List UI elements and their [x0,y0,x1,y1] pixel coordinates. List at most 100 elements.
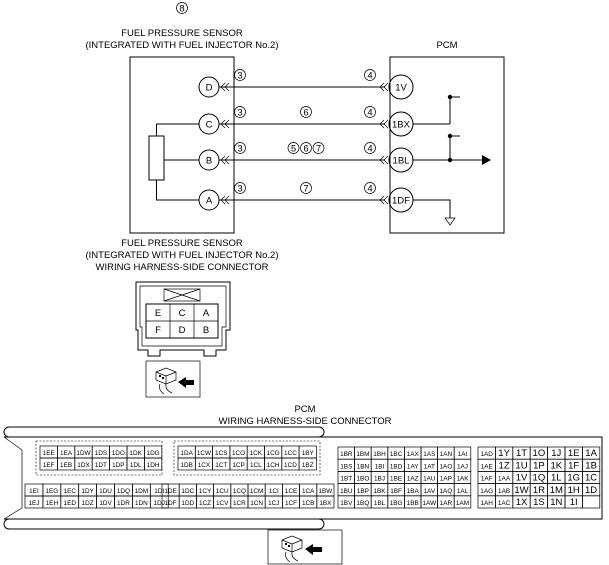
pcm-cell-1DW: 1DW [76,450,91,457]
pcm-cell-1CR: 1CR [233,500,246,507]
pcm-1df-ground-lead [413,199,451,218]
wire-ref-mid-C-0-circle [300,106,312,118]
pcm-cell-1X: 1X [516,497,528,508]
pcm-cell-1AF: 1AF [481,476,493,483]
pcm-cell-1CK: 1CK [250,450,263,457]
wire-ref-right-1V-circle [364,69,376,81]
pcm-cell-1AZ: 1AZ [407,476,419,483]
sensor-connector-pin-F: F [155,325,161,336]
pcm-cell-1R: 1R [533,485,545,496]
pcm-cell-1BJ: 1BJ [374,476,385,483]
pcm-cell-1G: 1G [567,473,580,484]
pcm-cell-1T: 1T [516,448,527,459]
pcm-cell-1CL: 1CL [250,462,262,469]
pcm-cell-1AN: 1AN [440,451,453,458]
wire-ref-left-C-circle [234,106,246,118]
wire-ref-right-1V: 4 [367,70,372,81]
pcm-cell-1BH: 1BH [373,451,386,458]
pcm-cell-1DT: 1DT [95,462,107,469]
pcm-cell-1M: 1M [550,485,563,496]
pcm-cell-1DO: 1DO [112,450,125,457]
pcm-cell-1DZ: 1DZ [82,500,94,507]
pcm-cell-1L: 1L [551,473,562,484]
pcm-cell-1DP: 1DP [112,462,124,469]
pcm-cell-1EB: 1EB [60,462,72,469]
pcm-cell-1BA: 1BA [407,488,420,495]
pcm-terminal-1BX: 1BX [392,119,411,130]
sensor-connector-title-line3: WIRING HARNESS-SIDE CONNECTOR [96,262,269,273]
pcm-cell-1DQ: 1DQ [117,488,130,495]
pcm-cell-1CF: 1CF [285,500,297,507]
pcm-terminal-1V: 1V [395,82,407,93]
pcm-cell-1DE: 1DE [164,488,176,495]
ground-icon [444,217,456,226]
pcm-cell-1DD: 1DD [181,500,194,507]
pcm-cell-1AE: 1AE [481,463,493,470]
pcm-cell-1AJ: 1AJ [457,463,468,470]
pcm-cell-1DJ: 1DJ [154,500,165,507]
pcm-side-chevron-1DF [379,195,389,205]
pcm-cell-1W: 1W [514,485,528,496]
pcm-cell-1DH: 1DH [147,462,160,469]
sensor-connector [135,281,231,357]
pcm-cell-1BF: 1BF [390,488,402,495]
pcm-cell-1AU: 1AU [423,476,436,483]
pcm-cell-1AL: 1AL [457,488,469,495]
pcm-cell-1CZ: 1CZ [199,500,211,507]
pcm-cell-1P: 1P [533,460,545,471]
pcm-cell-1Q: 1Q [533,473,546,484]
wire-ref-right-1BL: 4 [367,143,372,154]
pcm-cell-1DX: 1DX [77,462,90,469]
wire-ref-right-1BL-circle [364,142,376,154]
wire-ref-left-D-circle [234,69,246,81]
pcm-cell-1EA: 1EA [60,450,73,457]
pcm-cell-1BV: 1BV [340,500,353,507]
pcm-cell-1AA: 1AA [498,476,511,483]
pcm-1bl-junction-top [447,133,453,139]
pcm-cell-box [144,457,163,471]
pcm-cell-1EI: 1EI [29,488,39,495]
pcm-cell-1EG: 1EG [45,488,58,495]
pcm-cell-1BL: 1BL [374,500,386,507]
pcm-cell-1AY: 1AY [407,463,419,470]
pcm-cell-1CP: 1CP [232,462,244,469]
circuit-ref: 8 [179,4,184,15]
sensor-side-chevron-B [220,155,230,165]
sensor-element-lead-top [156,123,199,136]
pcm-cell-1CC: 1CC [284,450,297,457]
sensor-side-chevron-C [220,119,230,129]
pcm-cell-1Y: 1Y [498,448,510,459]
pcm-cell-box [582,495,601,509]
pcm-cell-1CU: 1CU [216,488,229,495]
pcm-cell-1AI: 1AI [458,451,468,458]
pcm-cell-1CQ: 1CQ [233,488,246,495]
pcm-connector-view-icon [267,529,343,565]
sensor-side-chevron-D [220,82,230,92]
sensor-side-chevron-A [220,195,230,205]
pcm-cell-1BK: 1BK [373,488,386,495]
pcm-cell-box [453,495,472,509]
pcm-cell-1AS: 1AS [423,451,435,458]
pcm-cell-1DC: 1DC [181,488,194,495]
pcm-cell-1BN: 1BN [357,463,370,470]
pcm-cell-1AR: 1AR [440,500,453,507]
sensor-title-line1: FUEL PRESSURE SENSOR [121,28,243,39]
pcm-cell-1EC: 1EC [64,488,77,495]
wire-ref-mid-B-0: 5 [291,143,296,154]
pcm-cell-1AQ: 1AQ [440,488,453,495]
wire-ref-right-1BX: 4 [367,107,372,118]
pcm-signal-arrow-icon [482,155,491,165]
pcm-cell-1EE: 1EE [43,450,55,457]
wire-ref-mid-A-0-circle [300,182,312,194]
sensor-connector-pin-A: A [203,308,210,319]
pcm-cell-1H: 1H [568,485,580,496]
pcm-cell-1ED: 1ED [64,500,77,507]
pcm-cell-1CM: 1CM [250,488,264,495]
pcm-cell-1BW: 1BW [318,488,333,495]
pcm-connector-title-line2: WIRING HARNESS-SIDE CONNECTOR [219,416,392,427]
pcm-cell-1DG: 1DG [147,450,160,457]
wire-ref-mid-B-1: 6 [303,143,308,154]
pcm-cell-1B: 1B [585,460,597,471]
pcm-cell-1CY: 1CY [199,488,212,495]
pcm-cell-1CG: 1CG [267,450,280,457]
